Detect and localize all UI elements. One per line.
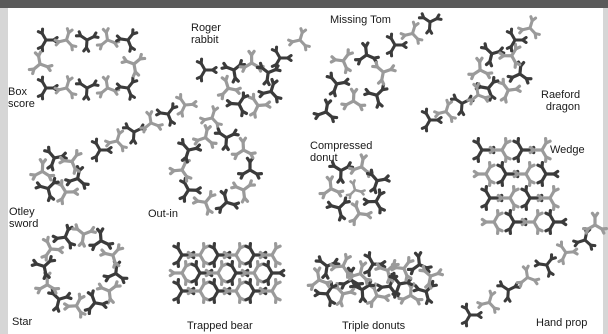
molecule-unit	[514, 163, 534, 186]
otley-sword-shape	[31, 90, 199, 208]
molecule-unit	[343, 200, 373, 230]
molecule-unit	[433, 99, 462, 128]
star-shape	[31, 224, 132, 319]
molecule-unit	[29, 51, 55, 79]
molecule-unit	[546, 211, 566, 234]
molecule-unit	[53, 27, 82, 56]
molecule-unit	[64, 165, 94, 195]
molecule-unit	[338, 87, 366, 116]
molecule-unit	[315, 282, 336, 306]
label-triple-donuts: Triple donuts	[342, 320, 405, 332]
molecule-unit	[197, 59, 216, 81]
molecule-unit	[272, 47, 291, 69]
raeford-dragon-shape	[422, 15, 545, 131]
molecule-unit	[474, 139, 494, 162]
molecule-unit	[210, 189, 240, 219]
molecule-unit	[365, 253, 385, 276]
molecule-unit	[364, 85, 391, 110]
molecule-unit	[498, 187, 518, 210]
trapped-bear-shape	[166, 239, 287, 307]
compressed-donut-shape	[318, 153, 391, 230]
label-hand-prop: Hand prop	[536, 317, 587, 329]
molecule-unit	[42, 237, 64, 261]
molecule-unit	[530, 139, 550, 162]
label-wedge: Wedge	[550, 144, 585, 156]
molecule-unit	[104, 128, 133, 157]
label-roger-rabbit: Roger rabbit	[191, 22, 221, 46]
molecule-unit	[227, 92, 248, 116]
hand-prop-shape	[462, 211, 608, 326]
molecule-unit	[199, 105, 228, 134]
label-missing-tom: Missing Tom	[330, 14, 391, 26]
molecule-unit	[312, 98, 342, 128]
molecule-unit	[370, 62, 396, 86]
molecule-unit	[497, 282, 520, 302]
molecule-unit	[512, 264, 540, 293]
molecule-unit	[534, 253, 556, 277]
box-score-shape	[29, 27, 146, 104]
molecule-unit	[115, 28, 137, 52]
molecule-unit	[536, 182, 566, 211]
molecule-unit	[482, 211, 502, 234]
molecule-unit	[287, 27, 316, 56]
molecule-unit	[155, 102, 177, 126]
molecule-unit	[75, 80, 98, 100]
molecule-unit	[507, 60, 536, 90]
molecule-unit	[34, 174, 59, 201]
molecule-unit	[97, 282, 122, 304]
molecule-unit	[115, 76, 137, 100]
molecule-unit	[75, 32, 98, 52]
molecule-unit	[31, 159, 55, 180]
label-box-score: Box score	[8, 86, 35, 110]
molecule-unit	[325, 194, 350, 221]
label-star: Star	[12, 316, 32, 328]
molecule-unit	[214, 74, 242, 100]
molecule-unit	[231, 181, 256, 203]
molecule-unit	[119, 49, 145, 77]
molecule-unit	[450, 95, 473, 115]
molecule-unit	[44, 145, 68, 171]
triple-donuts-shape	[306, 251, 443, 312]
out-in-shape	[168, 124, 266, 219]
label-out-in: Out-in	[148, 208, 178, 220]
molecule-unit	[363, 169, 391, 195]
molecule-unit	[58, 150, 87, 177]
molecule-unit	[192, 189, 215, 215]
molecule-unit	[463, 82, 491, 111]
molecule-unit	[257, 78, 287, 108]
molecule-unit	[214, 129, 238, 150]
label-compressed-donut: Compressed donut	[310, 140, 372, 164]
molecule-unit	[418, 14, 441, 34]
molecule-unit	[417, 266, 443, 290]
molecule-unit	[53, 75, 82, 104]
label-otley-sword: Otley sword	[9, 206, 38, 230]
label-raeford-dragon: Raeford dragon	[541, 89, 580, 113]
label-trapped-bear: Trapped bear	[187, 320, 253, 332]
